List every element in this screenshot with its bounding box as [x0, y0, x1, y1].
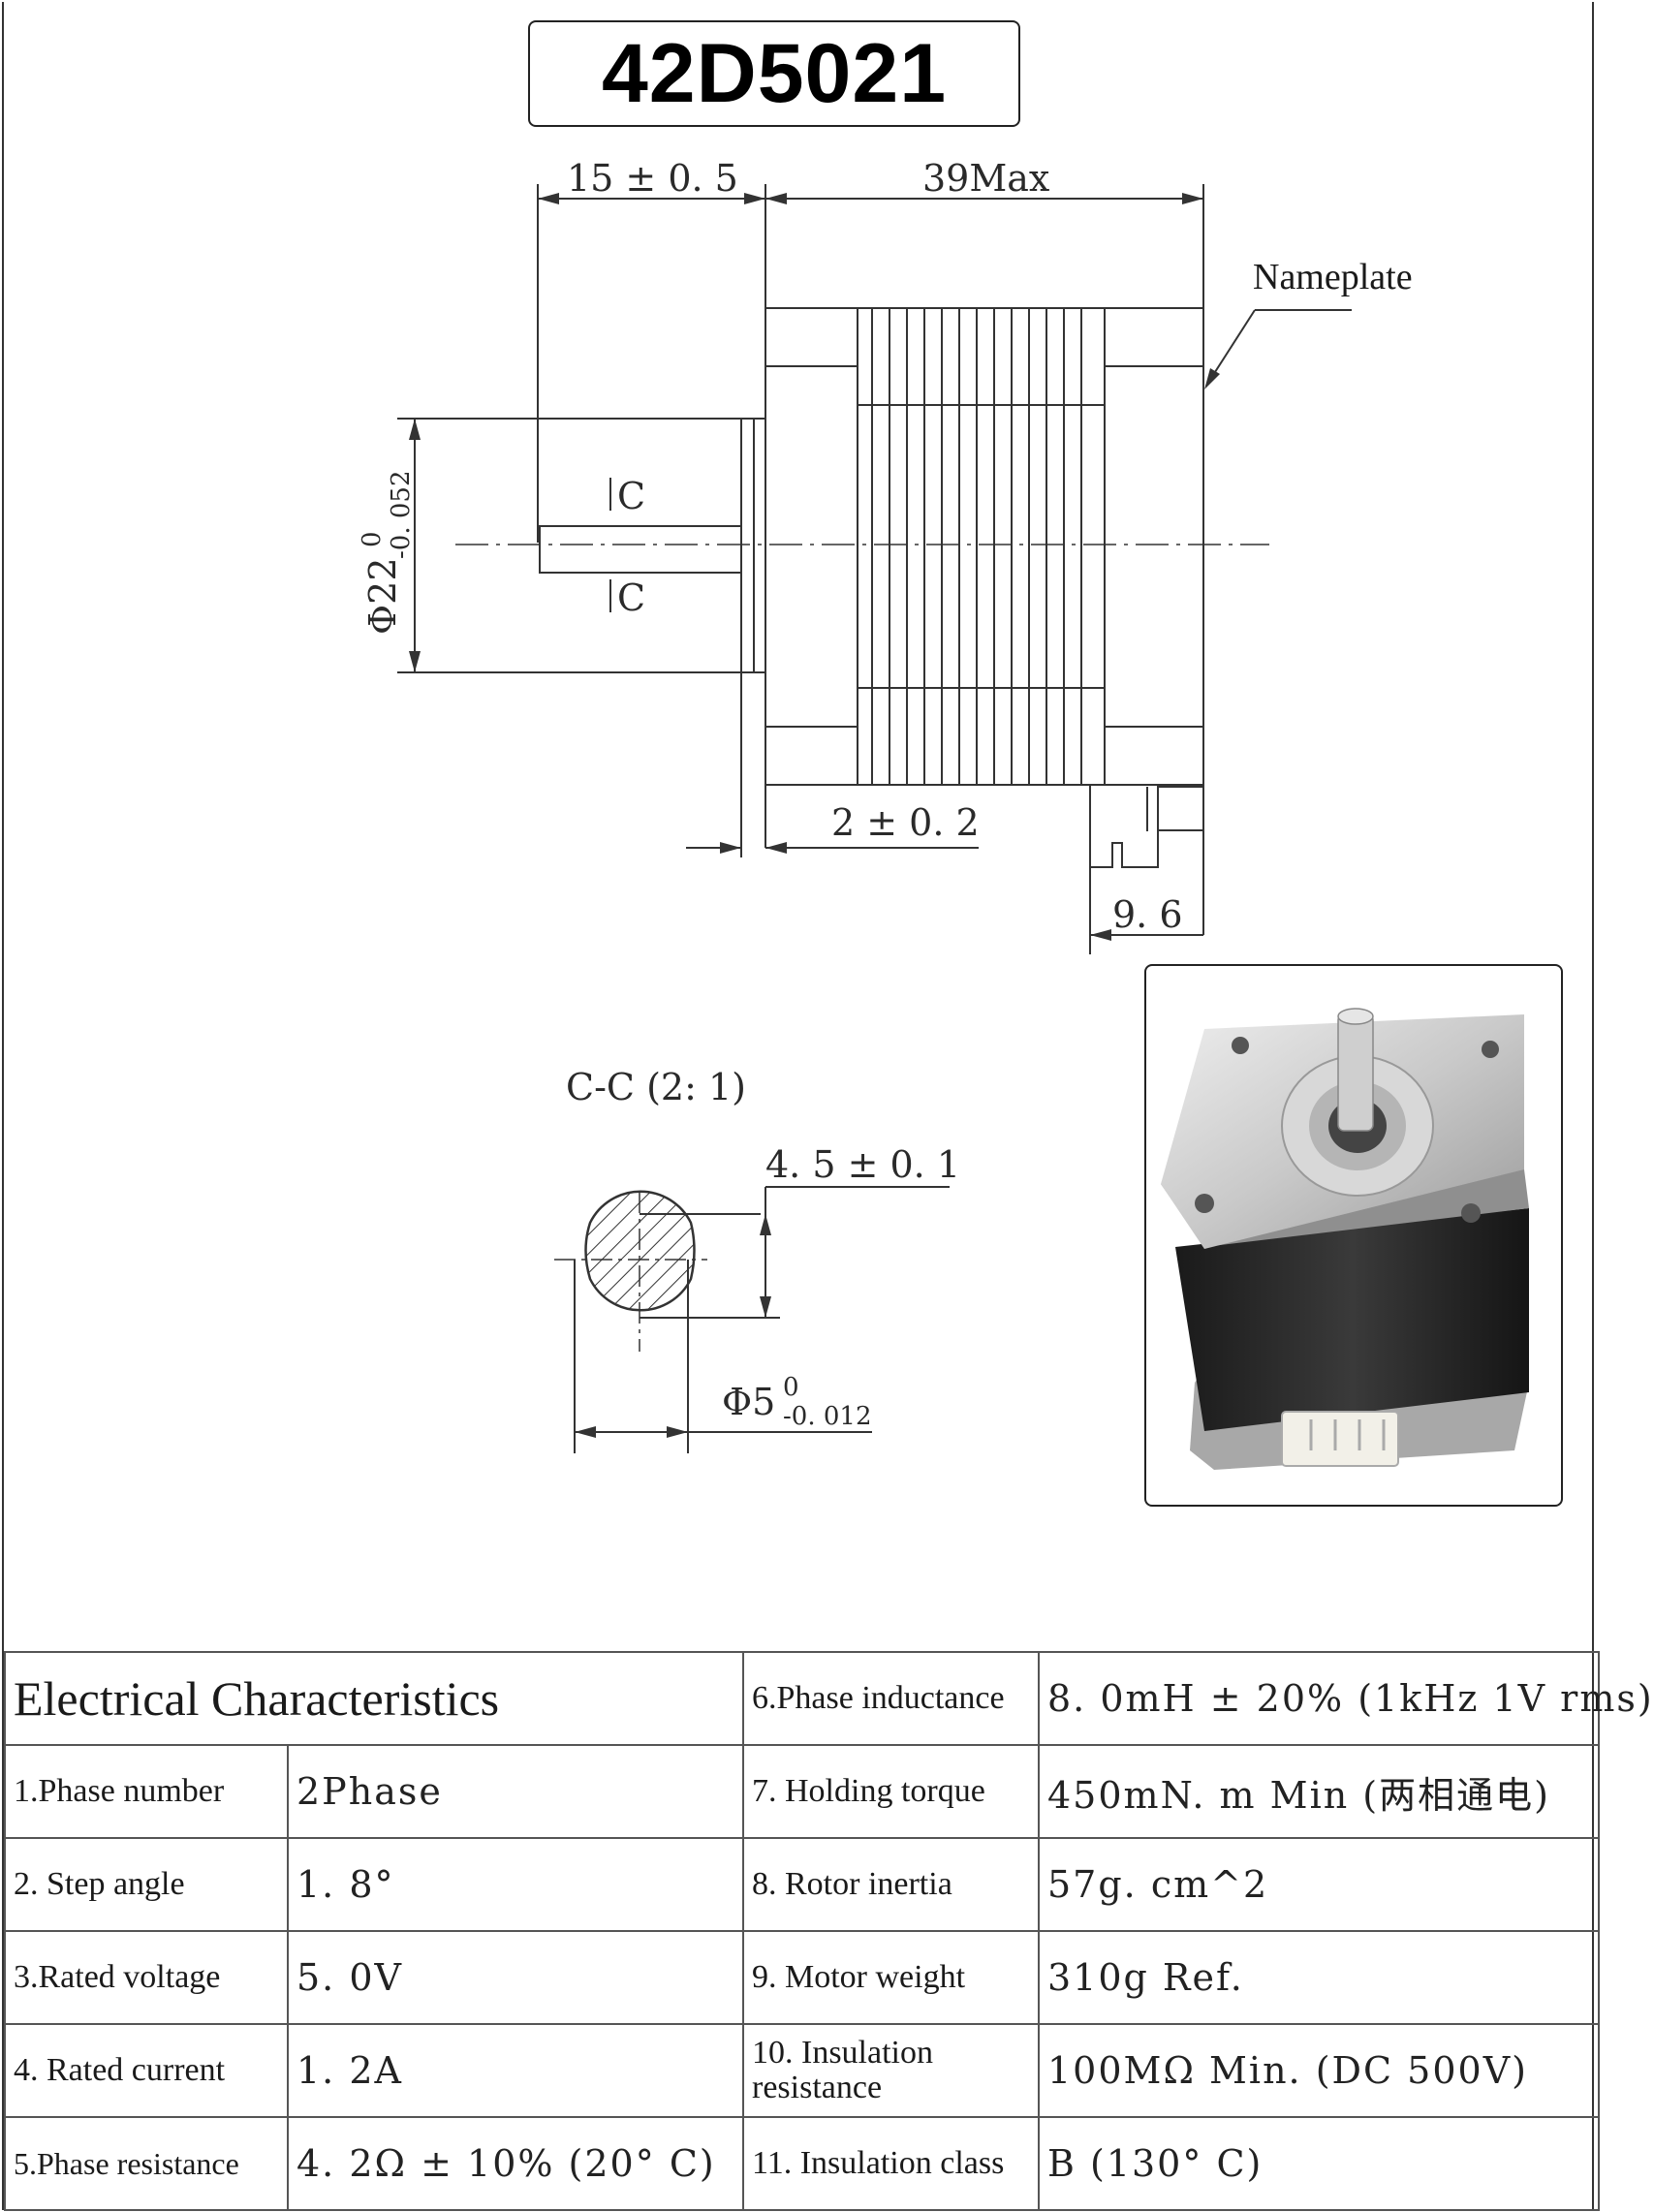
model-title: 42D5021: [601, 26, 948, 120]
dim-shaft-tol-upper: 0: [783, 1373, 799, 1402]
table-value: 310g Ref.: [1038, 1930, 1600, 2025]
technical-drawing: 15 ± 0. 5 39Max Nameplate Φ22 0 -0. 052 …: [358, 157, 1413, 1453]
table-row: 4. Rated current 1. 2A 10. Insulation re…: [4, 2023, 1600, 2118]
table-value: 1. 2A: [287, 2023, 744, 2118]
model-title-box: 42D5021: [528, 20, 1020, 127]
table-row: 1.Phase number 2Phase 7. Holding torque …: [4, 1744, 1600, 1839]
section-mark-top: C: [617, 475, 645, 517]
table-heading: Electrical Characteristics: [4, 1651, 744, 1746]
table-row: 2. Step angle 1. 8° 8. Rotor inertia 57g…: [4, 1837, 1600, 1932]
dim-boss-height: 2 ± 0. 2: [831, 801, 980, 844]
table-value: 2Phase: [287, 1744, 744, 1839]
dim-connector: 9. 6: [1112, 893, 1183, 936]
dim-shaft-tol-lower: -0. 012: [783, 1402, 871, 1431]
table-value: B (130° C): [1038, 2116, 1600, 2211]
table-param: 3.Rated voltage: [4, 1930, 289, 2025]
dim-body-length: 39Max: [922, 157, 1049, 200]
dim-flange-tol-upper: 0: [358, 531, 387, 547]
table-value: 57g. cm^2: [1038, 1837, 1600, 1932]
table-value: 4. 2Ω ± 10% (20° C): [287, 2116, 744, 2211]
motor-photo: [1161, 1008, 1529, 1470]
dim-flange-diameter: Φ22: [361, 557, 404, 635]
table-param: 4. Rated current: [4, 2023, 289, 2118]
table-heading-row: Electrical Characteristics 6.Phase induc…: [4, 1651, 1652, 1746]
table-value: 450mN. m Min (两相通电): [1038, 1744, 1600, 1839]
table-param: 7. Holding torque: [742, 1744, 1040, 1839]
table-param: 1.Phase number: [4, 1744, 289, 1839]
table-param: 6.Phase inductance: [742, 1651, 1040, 1746]
page-frame: [2, 2, 1594, 2210]
table-value: 1. 8°: [287, 1837, 744, 1932]
table-param: 8. Rotor inertia: [742, 1837, 1040, 1932]
dim-shaft-length: 15 ± 0. 5: [567, 157, 738, 200]
table-row: 5.Phase resistance 4. 2Ω ± 10% (20° C) 1…: [4, 2116, 1600, 2211]
table-param: 11. Insulation class: [742, 2116, 1040, 2211]
table-param: 9. Motor weight: [742, 1930, 1040, 2025]
motor-side-view: [539, 307, 1204, 868]
electrical-characteristics-table: Electrical Characteristics 6.Phase induc…: [4, 1651, 1652, 2211]
nameplate-label: Nameplate: [1253, 257, 1413, 297]
table-param: 2. Step angle: [4, 1837, 289, 1932]
dim-shaft-diameter: Φ5: [722, 1381, 775, 1423]
table-value: 100MΩ Min. (DC 500V): [1038, 2023, 1600, 2118]
dim-flange-tol-lower: -0. 052: [387, 471, 416, 559]
table-row: 3.Rated voltage 5. 0V 9. Motor weight 31…: [4, 1930, 1600, 2025]
section-title: C-C (2: 1): [566, 1066, 746, 1108]
table-value: 8. 0mH ± 20% (1kHz 1V rms): [1038, 1651, 1652, 1746]
shaft-section-view: [554, 1186, 950, 1453]
section-mark-bottom: C: [617, 576, 645, 619]
table-param: 10. Insulation resistance: [742, 2023, 1040, 2118]
dim-flat-width: 4. 5 ± 0. 1: [765, 1143, 960, 1186]
product-photo-frame: [1144, 964, 1563, 1507]
table-value: 5. 0V: [287, 1930, 744, 2025]
table-param: 5.Phase resistance: [4, 2116, 289, 2211]
